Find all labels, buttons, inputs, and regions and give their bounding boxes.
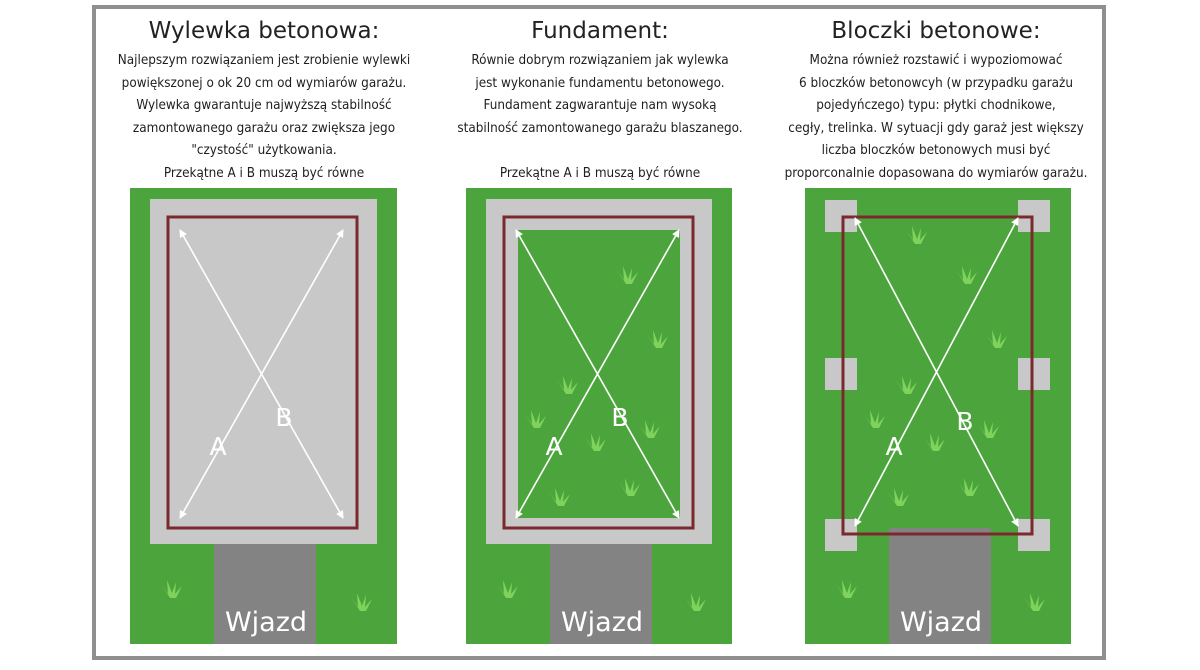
concrete-block — [825, 358, 857, 390]
desc-line: Przekątne A i B muszą być równe — [499, 165, 701, 181]
panel-description: Można również rozstawić i wypoziomować 6… — [766, 50, 1106, 185]
panel-blocks: Bloczki betonowe: Można również rozstawi… — [766, 0, 1106, 670]
desc-line: proporconalnie dopasowana do wymiarów ga… — [784, 165, 1088, 181]
diagonal-label-a: A — [209, 432, 226, 461]
panel-title: Fundament: — [531, 18, 669, 44]
panel-slab: Wylewka betonowa: Najlepszym rozwiązanie… — [94, 0, 434, 670]
driveway — [214, 543, 316, 644]
diagonal-label-b: B — [956, 407, 973, 436]
entry-label: Wjazd — [900, 607, 982, 638]
garage-outline — [841, 215, 1034, 536]
entry-label: Wjazd — [561, 607, 643, 638]
panel-description: Najlepszym rozwiązaniem jest zrobienie w… — [94, 50, 434, 185]
desc-line: Wylewka gwarantuje najwyższą stabilność — [136, 98, 392, 113]
desc-line: "czystość" użytkowania. — [191, 143, 337, 158]
panel-foundation: Fundament: Równie dobrym rozwiązaniem ja… — [430, 0, 770, 670]
desc-line: Najlepszym rozwiązaniem jest zrobienie w… — [117, 53, 411, 68]
garage-outline — [502, 215, 695, 530]
panel-description: Równie dobrym rozwiązaniem jak wylewka j… — [430, 50, 770, 185]
desc-line: powiększonej o ok 20 cm od wymiarów gara… — [121, 75, 407, 91]
blocks-diagram: A B Wjazd — [805, 188, 1071, 644]
desc-line: cegły, trelinka. W sytuacji gdy garaż je… — [788, 120, 1084, 136]
outer-frame — [92, 5, 1106, 660]
desc-line: Przekątne A i B muszą być równe — [163, 165, 365, 181]
diagonal-a — [515, 229, 680, 519]
foundation-diagram: A B Wjazd — [466, 188, 732, 644]
panel-title: Wylewka betonowa: — [148, 18, 380, 44]
entry-label: Wjazd — [225, 607, 307, 638]
panel-title: Bloczki betonowe: — [831, 18, 1041, 44]
diagonal-label-a: A — [885, 432, 902, 461]
foundation-interior — [518, 230, 680, 518]
driveway — [889, 528, 991, 644]
diagonal-a — [854, 217, 1019, 527]
diagonal-label-b: B — [611, 403, 628, 432]
garage-outline — [166, 215, 359, 530]
concrete-block — [1018, 358, 1050, 390]
desc-line: 6 bloczków betonowcyh (w przypadku garaż… — [798, 75, 1074, 91]
driveway — [550, 543, 652, 644]
desc-line — [430, 140, 770, 163]
desc-line: liczba bloczków betonowych musi być — [821, 143, 1051, 158]
diagonal-label-b: B — [275, 403, 292, 432]
desc-line: Równie dobrym rozwiązaniem jak wylewka — [471, 53, 729, 68]
desc-line: stabilność zamontowanego garażu blaszane… — [457, 120, 743, 136]
diagonal-label-a: A — [545, 432, 562, 461]
desc-line: Fundament zagwarantuje nam wysoką — [483, 98, 717, 113]
desc-line: Można również rozstawić i wypoziomować — [809, 53, 1063, 68]
desc-line: jest wykonanie fundamentu betonowego. — [475, 75, 725, 91]
desc-line: zamontowanego garażu oraz zwiększa jego — [132, 120, 396, 136]
diagonal-a — [179, 229, 344, 519]
desc-line: pojedyńczego) typu: płytki chodnikowe, — [816, 98, 1056, 113]
slab-diagram: A B Wjazd — [130, 188, 397, 644]
